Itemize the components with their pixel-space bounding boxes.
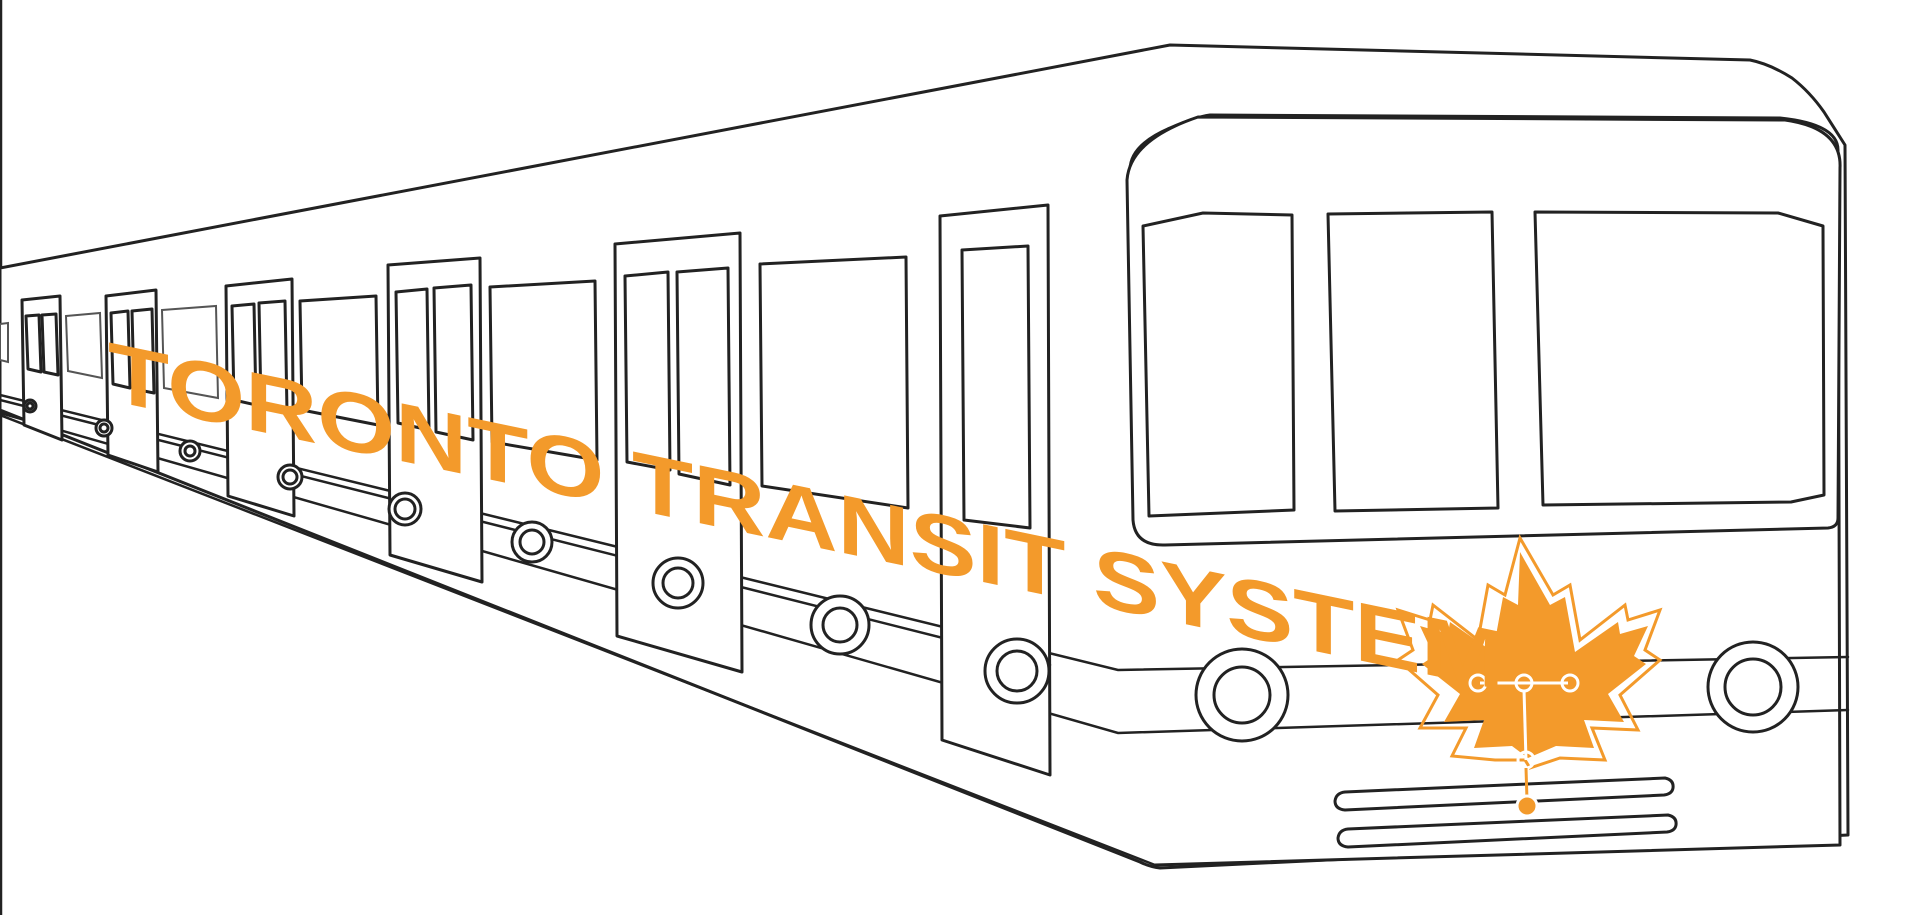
side-window-3 [298,294,380,427]
maple-leaf-transit-icon [1395,534,1663,818]
wheel-hub [995,649,1039,693]
transit-line-vertical [1522,689,1528,761]
door-5-window-left [109,309,132,390]
headlights [1194,640,1800,743]
wheel-hub [518,528,546,556]
front-grille [1333,776,1678,849]
headlight-left-inner [1212,665,1272,725]
door-4-window-left [230,302,258,407]
transit-station-dot [1468,673,1488,693]
door-2-window-right [675,266,732,487]
maple-leaf-outline [1395,534,1663,770]
door-6-window-left [24,313,43,374]
transit-station-dot [1514,673,1534,693]
door-1-window [960,244,1032,530]
wheel-hub [281,468,299,486]
windshield-center [1326,210,1500,513]
grille-bar-lower [1336,813,1678,849]
door-3-window-left [394,287,431,432]
side-wheels [22,398,1051,705]
side-window-1 [758,255,910,510]
transit-station-dot [1560,673,1580,693]
emblem-stem-dot [1515,794,1539,818]
side-doors [20,203,1052,777]
wheel-hub [393,497,417,521]
maple-leaf-fill [1420,552,1648,758]
windshield-left [1141,211,1296,518]
door-4-window-right [257,299,289,414]
grille-bar-upper [1333,776,1675,812]
side-window-6 [0,321,9,364]
door-6-window-right [40,312,60,377]
door-3-window-right [432,283,475,442]
body-skirt-line [0,413,1157,867]
headlight-right-inner [1723,657,1783,717]
door-2-window-left [623,270,672,472]
wheel-hub [98,422,110,434]
side-window-5 [64,311,104,380]
wheel-hub [25,401,35,411]
side-window-2 [488,279,599,462]
wheel-hub [183,444,197,458]
wheel-hub [821,606,859,644]
side-window-4 [160,304,220,400]
side-windows [0,255,910,510]
wheel-hub [661,566,695,600]
door-5-window-right [130,307,156,395]
windshield-right [1533,210,1826,507]
